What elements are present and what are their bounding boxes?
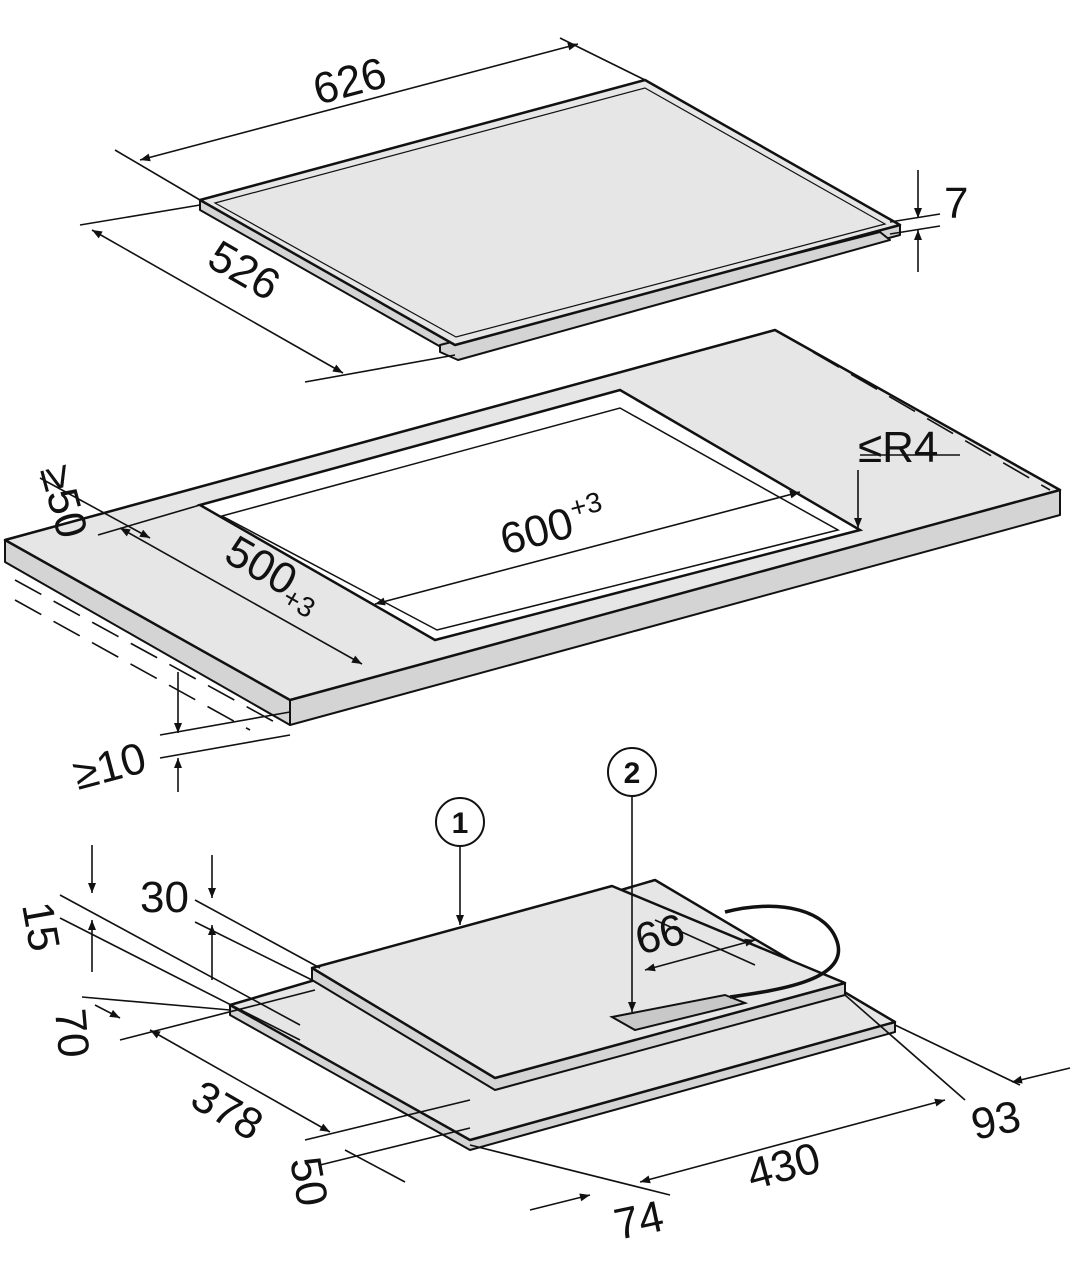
svg-text:1: 1 (452, 807, 469, 840)
dim-74-label: 74 (610, 1192, 668, 1250)
width-dim-line (139, 42, 579, 162)
dim-15-label: 15 (12, 898, 69, 955)
cutout-width-dim (374, 490, 801, 606)
hob-underside-view: 1 2 15 30 66 70 378 50 (12, 747, 1071, 1250)
svg-text:2: 2 (624, 757, 641, 790)
hob-glass-top (198, 78, 902, 347)
hob-top-view: 626 526 7 (79, 37, 968, 383)
worktop-cutout-view: ≥50 ≤R4 600 +3 500 +3 ≥10 (3, 328, 1062, 800)
min-thickness-label: ≥10 (68, 733, 151, 799)
power-cable (724, 904, 841, 999)
dim-430-label: 430 (742, 1133, 826, 1199)
housing-top (310, 884, 847, 1080)
depth-dim-line (91, 229, 344, 374)
dim-50-label: 50 (280, 1153, 337, 1210)
hob-width-label: 626 (308, 48, 392, 114)
dim-30-label: 30 (140, 873, 189, 922)
dim-70-label: 70 (45, 1007, 98, 1060)
hob-thickness-label: 7 (944, 179, 968, 228)
corner-radius-label: ≤R4 (858, 423, 938, 472)
connection-box (609, 993, 749, 1032)
cutout-depth-dim (119, 527, 363, 665)
dim-93-label: 93 (967, 1092, 1025, 1150)
dim-378-label: 378 (183, 1071, 271, 1150)
